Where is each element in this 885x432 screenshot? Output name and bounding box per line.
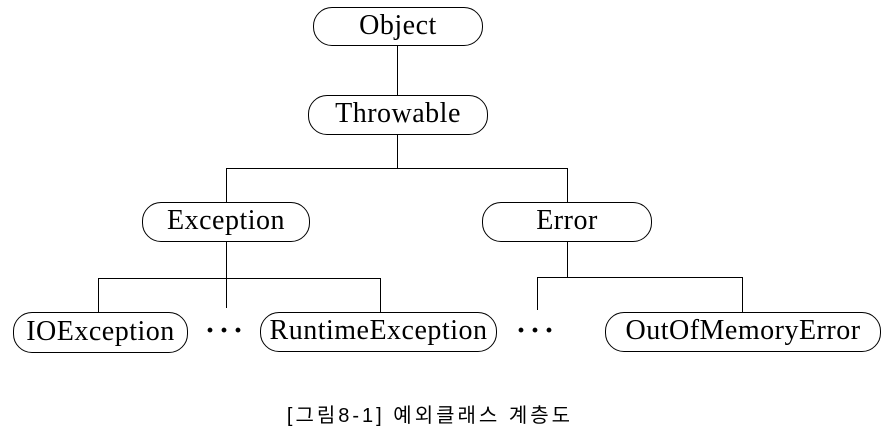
figure-caption: [그림8-1] 예외클래스 계층도 <box>286 405 574 427</box>
node-object: Object <box>313 7 483 46</box>
node-throwable-label: Throwable <box>335 98 461 129</box>
ellipsis-left: ··· <box>204 314 247 347</box>
node-outofmemoryerror-label: OutOfMemoryError <box>625 315 861 346</box>
connector-branch-top-horizontal <box>226 168 568 169</box>
connector-error-stem <box>567 242 568 277</box>
node-throwable: Throwable <box>308 95 488 135</box>
connector-drop-runtimeexception <box>380 278 381 312</box>
connector-object-throwable <box>397 46 398 95</box>
connector-branch-left-horizontal <box>98 278 381 279</box>
node-ioexception-label: IOException <box>26 315 175 347</box>
connector-throwable-stem <box>397 135 398 169</box>
node-object-label: Object <box>359 9 437 41</box>
node-exception-label: Exception <box>166 205 286 236</box>
node-error-label: Error <box>536 205 598 236</box>
connector-drop-outofmemoryerror <box>742 277 743 312</box>
connector-drop-exception <box>226 168 227 202</box>
node-outofmemoryerror: OutOfMemoryError <box>605 312 881 352</box>
ellipsis-right: ··· <box>515 314 558 347</box>
node-runtimeexception-label: RuntimeException <box>269 315 488 346</box>
connector-drop-ioexception <box>98 278 99 312</box>
node-error: Error <box>482 202 652 242</box>
node-exception: Exception <box>142 202 310 242</box>
connector-exception-stem <box>226 242 227 308</box>
node-ioexception: IOException <box>13 312 188 353</box>
connector-drop-ellipsis-right <box>537 277 538 310</box>
connector-drop-error <box>567 168 568 202</box>
node-runtimeexception: RuntimeException <box>260 312 497 352</box>
connector-branch-right-horizontal <box>537 277 743 278</box>
